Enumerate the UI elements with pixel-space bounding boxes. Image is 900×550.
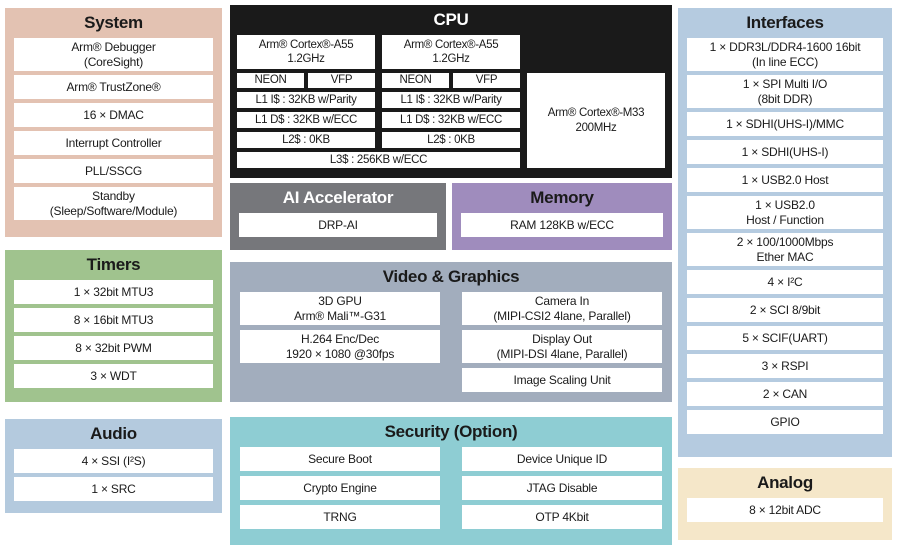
timer-item: 8 × 16bit MTU3 [14, 308, 213, 332]
drp-ai-item: DRP-AI [239, 213, 437, 237]
security-left-column: Secure Boot Crypto Engine TRNG [240, 447, 440, 529]
interface-item: GPIO [687, 410, 883, 434]
interface-item: 1 × USB2.0 Host [687, 168, 883, 192]
audio-title: Audio [90, 424, 137, 443]
security-columns: Secure Boot Crypto Engine TRNG Device Un… [230, 447, 672, 529]
interfaces-block: Interfaces 1 × DDR3L/DDR4-1600 16bit (In… [678, 8, 892, 457]
system-item: Interrupt Controller [14, 131, 213, 155]
device-unique-id-item: Device Unique ID [462, 447, 662, 471]
secure-boot-item: Secure Boot [240, 447, 440, 471]
interface-item: 1 × SPI Multi I/O (8bit DDR) [687, 75, 883, 108]
l2-cache: L2$ : 0KB [237, 132, 375, 148]
cpu-block: CPU Arm® Cortex®-A55 1.2GHz Arm® Cortex®… [230, 5, 672, 178]
l1-icache: L1 I$ : 32KB w/Parity [237, 92, 375, 108]
analog-block: Analog 8 × 12bit ADC [678, 468, 892, 540]
video-graphics-title: Video & Graphics [382, 267, 520, 286]
system-item: PLL/SSCG [14, 159, 213, 183]
system-block: System Arm® Debugger (CoreSight) Arm® Tr… [5, 8, 222, 237]
l1-dcache: L1 D$ : 32KB w/ECC [382, 112, 520, 128]
timers-title: Timers [86, 255, 141, 274]
analog-rows: 8 × 12bit ADC [678, 498, 892, 522]
analog-title: Analog [757, 473, 813, 492]
security-right-column: Device Unique ID JTAG Disable OTP 4Kbit [462, 447, 662, 529]
cortex-m33-core: Arm® Cortex®-M33 200MHz [527, 73, 665, 168]
interface-item: 2 × SCI 8/9bit [687, 298, 883, 322]
cortex-a55-core: Arm® Cortex®-A55 1.2GHz [382, 35, 520, 69]
interfaces-title: Interfaces [746, 13, 824, 32]
video-columns: 3D GPU Arm® Mali™-G31 H.264 Enc/Dec 1920… [230, 292, 672, 392]
system-item: Arm® Debugger (CoreSight) [14, 38, 213, 71]
otp-item: OTP 4Kbit [462, 505, 662, 529]
interface-item: 1 × DDR3L/DDR4-1600 16bit (In line ECC) [687, 38, 883, 71]
image-scaling-item: Image Scaling Unit [462, 368, 662, 392]
codec-item: H.264 Enc/Dec 1920 × 1080 @30fps [240, 330, 440, 363]
trng-item: TRNG [240, 505, 440, 529]
ai-accelerator-block: AI Accelerator DRP-AI [230, 183, 446, 250]
memory-rows: RAM 128KB w/ECC [452, 213, 672, 237]
vfp-unit: VFP [453, 73, 520, 88]
memory-title: Memory [530, 188, 594, 207]
interfaces-rows: 1 × DDR3L/DDR4-1600 16bit (In line ECC) … [678, 38, 892, 434]
interface-item: 1 × SDHI(UHS-I) [687, 140, 883, 164]
timers-block: Timers 1 × 32bit MTU3 8 × 16bit MTU3 8 ×… [5, 250, 222, 402]
neon-vfp-row: NEON VFP [237, 73, 375, 88]
camera-in-item: Camera In (MIPI-CSI2 4lane, Parallel) [462, 292, 662, 325]
audio-item: 1 × SRC [14, 477, 213, 501]
timer-item: 3 × WDT [14, 364, 213, 388]
l2-cache: L2$ : 0KB [382, 132, 520, 148]
crypto-engine-item: Crypto Engine [240, 476, 440, 500]
neon-unit: NEON [237, 73, 304, 88]
memory-block: Memory RAM 128KB w/ECC [452, 183, 672, 250]
video-left-column: 3D GPU Arm® Mali™-G31 H.264 Enc/Dec 1920… [240, 292, 440, 392]
system-item: Standby (Sleep/Software/Module) [14, 187, 213, 220]
neon-vfp-row: NEON VFP [382, 73, 520, 88]
system-rows: Arm® Debugger (CoreSight) Arm® TrustZone… [5, 38, 222, 220]
audio-rows: 4 × SSI (I²S) 1 × SRC [5, 449, 222, 501]
neon-unit: NEON [382, 73, 449, 88]
l1-icache: L1 I$ : 32KB w/Parity [382, 92, 520, 108]
timer-item: 8 × 32bit PWM [14, 336, 213, 360]
jtag-disable-item: JTAG Disable [462, 476, 662, 500]
l3-cache: L3$ : 256KB w/ECC [237, 152, 520, 168]
vfp-unit: VFP [308, 73, 375, 88]
security-title: Security (Option) [384, 422, 518, 441]
l1-dcache: L1 D$ : 32KB w/ECC [237, 112, 375, 128]
interface-item: 2 × 100/1000Mbps Ether MAC [687, 233, 883, 266]
adc-item: 8 × 12bit ADC [687, 498, 883, 522]
interface-item: 1 × SDHI(UHS-I)/MMC [687, 112, 883, 136]
cpu-title: CPU [433, 10, 469, 29]
timers-rows: 1 × 32bit MTU3 8 × 16bit MTU3 8 × 32bit … [5, 280, 222, 388]
video-right-column: Camera In (MIPI-CSI2 4lane, Parallel) Di… [462, 292, 662, 392]
ai-accelerator-title: AI Accelerator [282, 188, 394, 207]
interface-item: 1 × USB2.0 Host / Function [687, 196, 883, 229]
security-block: Security (Option) Secure Boot Crypto Eng… [230, 417, 672, 545]
system-item: 16 × DMAC [14, 103, 213, 127]
interface-item: 5 × SCIF(UART) [687, 326, 883, 350]
system-title: System [84, 13, 143, 32]
system-item: Arm® TrustZone® [14, 75, 213, 99]
interface-item: 4 × I²C [687, 270, 883, 294]
interface-item: 2 × CAN [687, 382, 883, 406]
ai-rows: DRP-AI [230, 213, 446, 237]
cpu-grid: Arm® Cortex®-A55 1.2GHz Arm® Cortex®-A55… [237, 35, 665, 168]
audio-item: 4 × SSI (I²S) [14, 449, 213, 473]
ram-item: RAM 128KB w/ECC [461, 213, 663, 237]
gpu-item: 3D GPU Arm® Mali™-G31 [240, 292, 440, 325]
display-out-item: Display Out (MIPI-DSI 4lane, Parallel) [462, 330, 662, 363]
audio-block: Audio 4 × SSI (I²S) 1 × SRC [5, 419, 222, 513]
timer-item: 1 × 32bit MTU3 [14, 280, 213, 304]
video-graphics-block: Video & Graphics 3D GPU Arm® Mali™-G31 H… [230, 262, 672, 402]
interface-item: 3 × RSPI [687, 354, 883, 378]
cortex-a55-core: Arm® Cortex®-A55 1.2GHz [237, 35, 375, 69]
